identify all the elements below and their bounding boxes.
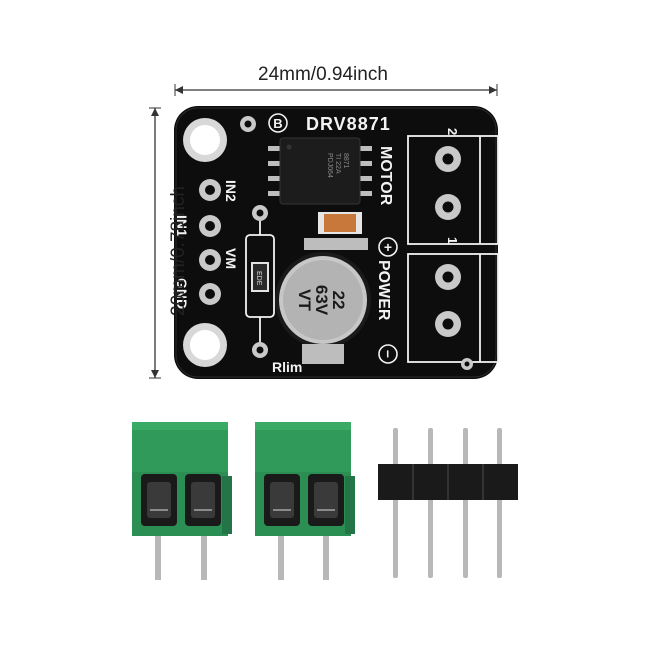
svg-text:−: −	[380, 350, 396, 358]
power-plus-symbol: +	[378, 237, 398, 257]
smd-capacitor	[318, 212, 362, 234]
resistor-label: Rlim	[272, 359, 302, 375]
power-minus-symbol: −	[378, 344, 398, 364]
motor-pin-1: 1	[445, 237, 460, 244]
mounting-hole-bottom	[183, 323, 227, 367]
pin-label-in1: IN1	[174, 215, 190, 237]
ic-marking-1: 8871	[342, 153, 349, 169]
pin-header	[378, 428, 518, 578]
width-dimension	[174, 84, 498, 96]
logo-letter: B	[273, 116, 282, 131]
terminal-slot	[308, 474, 344, 526]
power-terminal-footprint	[407, 253, 499, 363]
rlim-resistor: EDE	[245, 205, 275, 358]
height-dimension-label: 20mm/0.78inch	[167, 186, 189, 316]
mounting-hole-top	[183, 118, 227, 162]
electrolytic-capacitor: 22 63V VT	[275, 238, 371, 364]
capacitor-series: VT	[295, 289, 314, 311]
terminal-slot	[185, 474, 221, 526]
svg-text:+: +	[384, 239, 392, 255]
pin-label-gnd: GND	[174, 278, 190, 309]
pin-label-vm: VM	[223, 248, 239, 269]
chip-label: DRV8871	[306, 114, 391, 134]
pin-label-in2: IN2	[223, 180, 239, 202]
driver-ic: 8871 TI 22A PDJ064	[268, 137, 372, 205]
motor-pin-2: 2	[445, 128, 460, 135]
resistor-code: EDE	[255, 271, 262, 286]
power-label: POWER	[375, 260, 392, 321]
terminal-slot	[264, 474, 300, 526]
logo-mark: B	[268, 113, 288, 133]
ic-marking-3: PDJ064	[326, 153, 333, 178]
motor-label: MOTOR	[377, 146, 394, 206]
capacitor-voltage: 63V	[312, 285, 331, 316]
terminal-slot	[141, 474, 177, 526]
height-dimension	[149, 107, 161, 379]
terminal-pads	[435, 146, 461, 337]
capacitor-value: 22	[329, 291, 348, 310]
screw-terminal-block-1	[132, 422, 232, 580]
motor-terminal-footprint	[407, 135, 499, 245]
screw-terminal-block-2	[255, 422, 355, 580]
ic-marking-2: TI 22A	[334, 153, 341, 174]
width-dimension-label: 24mm/0.94inch	[258, 64, 388, 85]
header-pads	[199, 179, 221, 305]
